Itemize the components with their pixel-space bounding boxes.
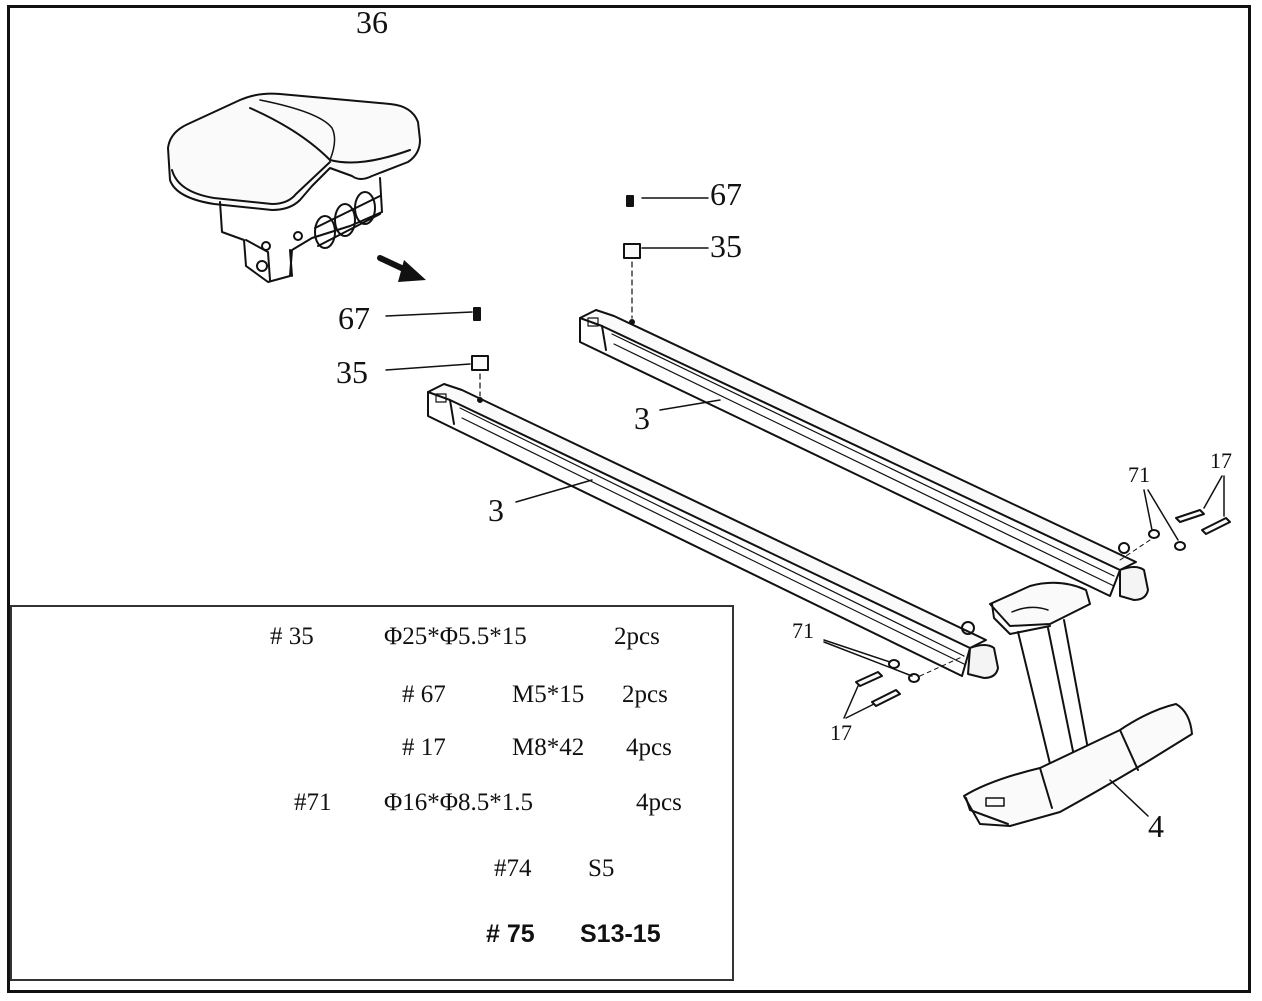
part-qty: 2pcs xyxy=(614,623,660,650)
callout-washer-right: 71 xyxy=(1128,462,1150,487)
spacer-35-right xyxy=(623,243,709,319)
direction-arrow-icon xyxy=(377,255,426,282)
part-qty: 2pcs xyxy=(622,681,668,708)
spacer-35-left xyxy=(385,355,489,397)
callout-bolt-right: 67 xyxy=(710,176,742,212)
upper-rail-part xyxy=(579,309,1149,601)
callout-screw-left: 17 xyxy=(830,720,852,745)
part-spec: M5*15 xyxy=(512,681,585,708)
callout-spacer-left: 35 xyxy=(336,354,368,390)
fasteners-left xyxy=(823,639,965,719)
part-number: # 35 xyxy=(270,623,314,650)
part-number: # 75 xyxy=(486,920,535,948)
part-number: # 17 xyxy=(402,734,446,761)
callout-spacer-right: 35 xyxy=(710,228,742,264)
stand-part xyxy=(963,581,1193,827)
callout-stand: 4 xyxy=(1148,808,1164,844)
callout-rail-upper: 3 xyxy=(634,400,650,436)
part-spec: M8*42 xyxy=(512,734,585,761)
parts-list xyxy=(10,605,734,981)
seat-part xyxy=(167,92,421,283)
fasteners-right xyxy=(1119,475,1231,561)
part-qty: 4pcs xyxy=(626,734,672,761)
callout-seat: 36 xyxy=(356,4,388,40)
lower-rail-part xyxy=(427,383,999,679)
part-number: # 67 xyxy=(402,681,446,708)
callout-screw-right: 17 xyxy=(1210,448,1232,473)
callout-washer-left: 71 xyxy=(792,618,814,643)
callout-rail-lower: 3 xyxy=(488,492,504,528)
part-qty: 4pcs xyxy=(636,789,682,816)
part-spec: S13-15 xyxy=(580,920,661,948)
bolt-67-left xyxy=(385,307,481,321)
part-number: #74 xyxy=(494,855,532,882)
bolt-67-right xyxy=(626,195,709,207)
part-spec: Φ16*Φ8.5*1.5 xyxy=(384,789,534,816)
diagram-frame xyxy=(7,5,1251,993)
part-spec: Φ25*Φ5.5*15 xyxy=(384,623,527,650)
part-spec: S5 xyxy=(588,855,615,882)
callout-bolt-left: 67 xyxy=(338,300,370,336)
part-number: #71 xyxy=(294,789,332,816)
